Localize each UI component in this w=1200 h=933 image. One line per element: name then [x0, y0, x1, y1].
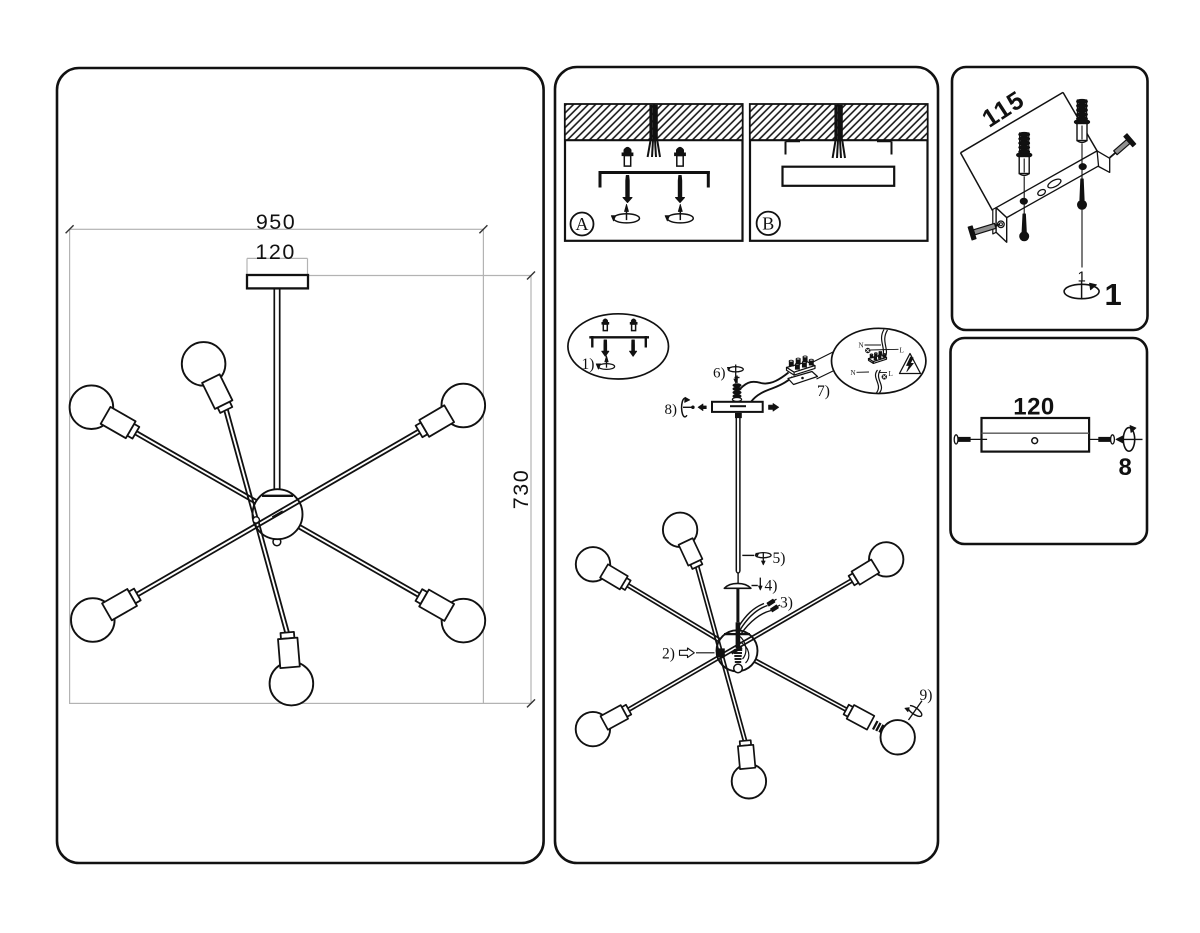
- svg-text:6): 6): [713, 366, 726, 382]
- svg-text:120: 120: [1013, 394, 1055, 421]
- svg-text:7): 7): [817, 383, 830, 400]
- svg-text:1: 1: [1105, 277, 1122, 312]
- svg-text:3): 3): [780, 595, 793, 612]
- svg-text:5): 5): [773, 550, 786, 567]
- svg-text:9): 9): [920, 687, 933, 704]
- svg-text:120: 120: [255, 240, 295, 264]
- svg-text:8: 8: [1119, 454, 1132, 481]
- svg-text:8): 8): [665, 402, 678, 418]
- svg-text:L: L: [900, 347, 904, 355]
- svg-text:4): 4): [765, 578, 778, 595]
- svg-text:950: 950: [256, 210, 296, 234]
- svg-text:L: L: [889, 370, 893, 378]
- svg-text:1: 1: [1078, 269, 1086, 286]
- svg-text:2): 2): [662, 646, 675, 663]
- svg-text:N: N: [859, 342, 864, 350]
- svg-text:B: B: [762, 214, 774, 234]
- svg-text:730: 730: [509, 469, 533, 509]
- svg-text:N: N: [851, 369, 856, 377]
- svg-text:A: A: [576, 214, 589, 234]
- svg-text:1): 1): [582, 356, 595, 373]
